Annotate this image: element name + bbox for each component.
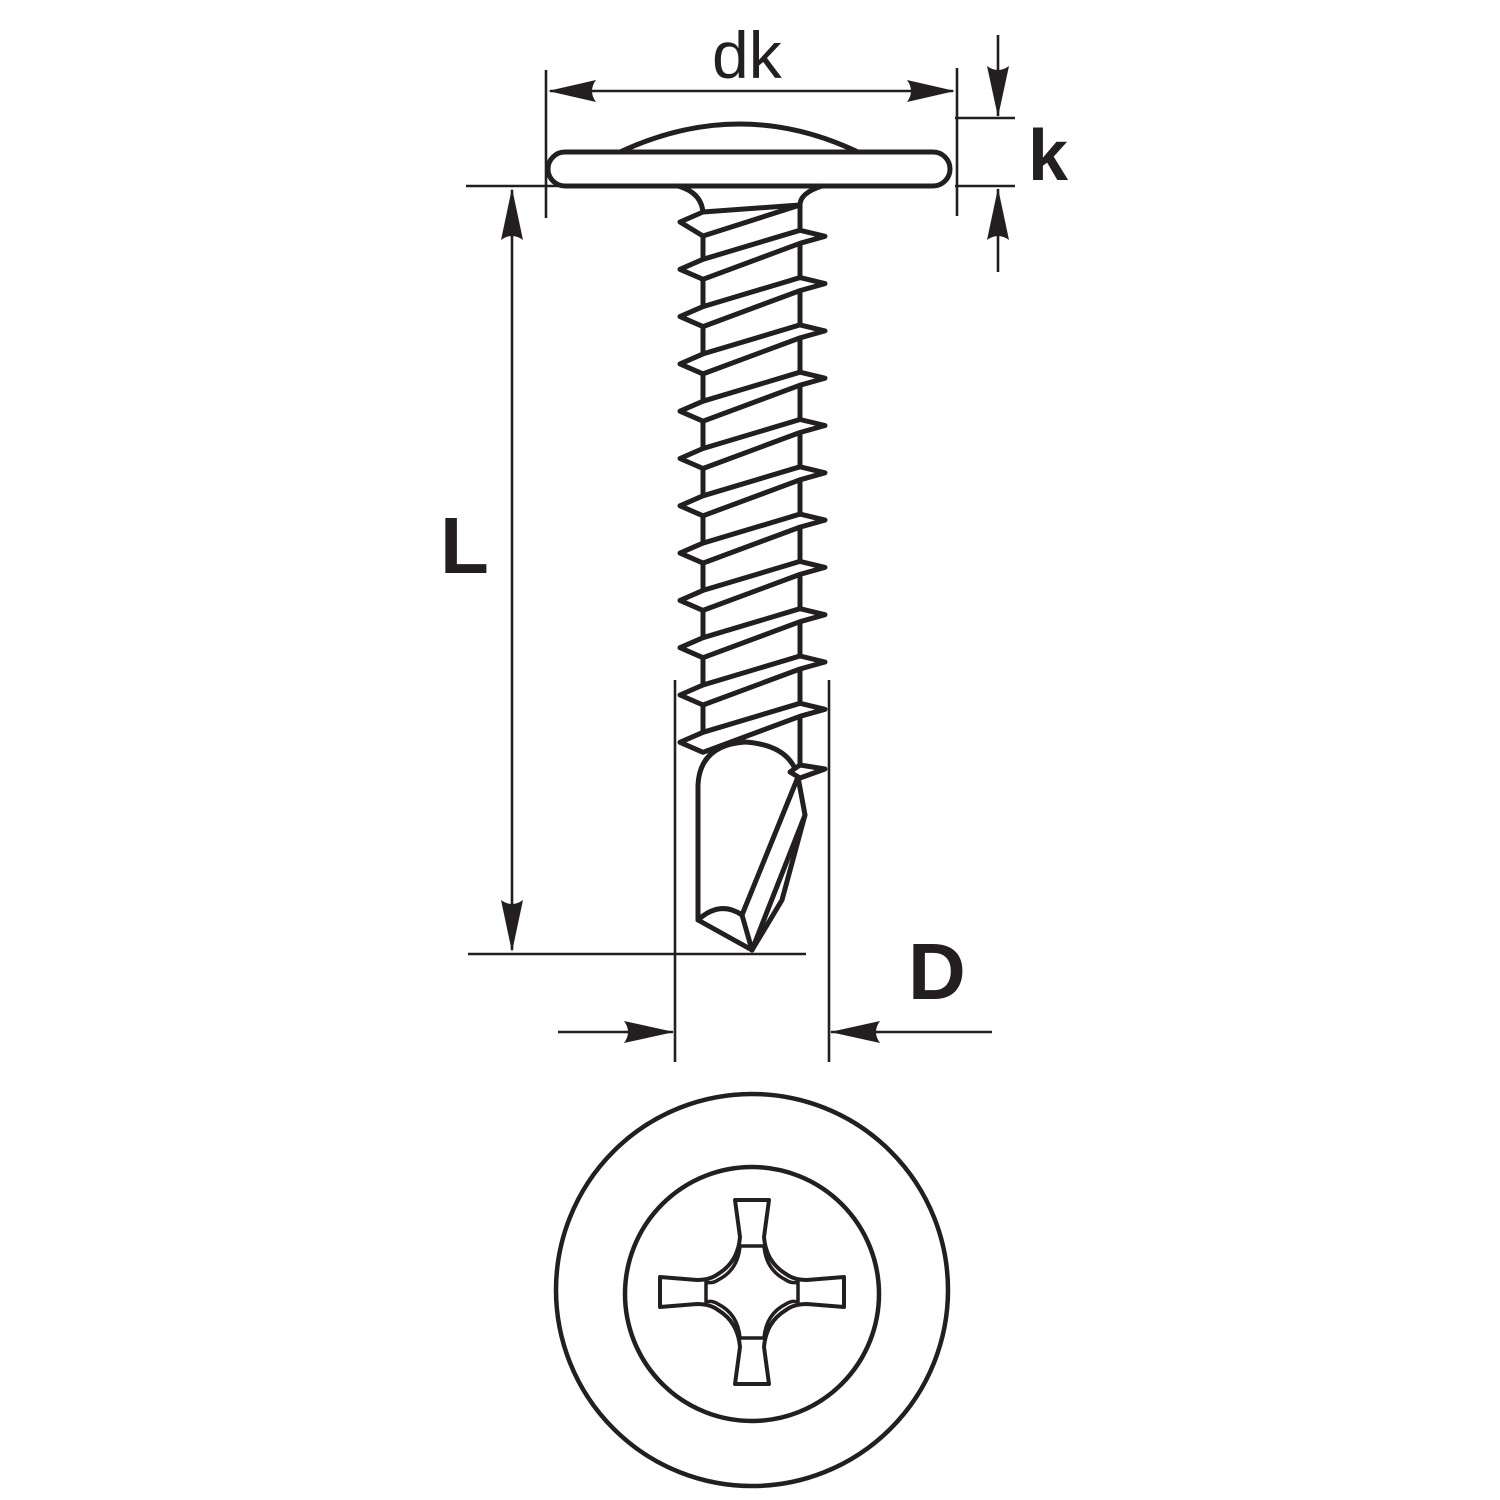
arrow-down-icon [987,66,1009,117]
label-k: k [1028,116,1069,196]
head-flange [545,149,953,189]
dimension-L [466,184,806,956]
top-view [553,1091,951,1489]
label-D: D [908,927,966,1016]
phillips-recess-icon [658,1198,846,1386]
arrow-up-icon [501,188,523,240]
arrow-down-icon [501,900,523,952]
arrow-up-icon [987,188,1009,240]
threads [677,202,828,755]
label-dk: dk [712,18,782,92]
arrow-left-icon [830,1021,880,1043]
arrow-left-icon [548,80,596,102]
dimension-D [558,680,992,1062]
side-view [545,121,953,953]
under-head-fillet-right [797,183,825,208]
dimension-k [955,35,1015,272]
arrow-right-icon [907,80,955,102]
label-L: L [440,501,489,590]
arrow-right-icon [624,1021,674,1043]
head-dome [615,121,863,156]
under-head-fillet [675,183,706,218]
drill-point [695,717,828,953]
thread-turn [677,202,803,239]
dimension-dk [544,68,959,218]
outer-head-circle [553,1091,951,1489]
inner-dome-circle [622,1164,882,1424]
